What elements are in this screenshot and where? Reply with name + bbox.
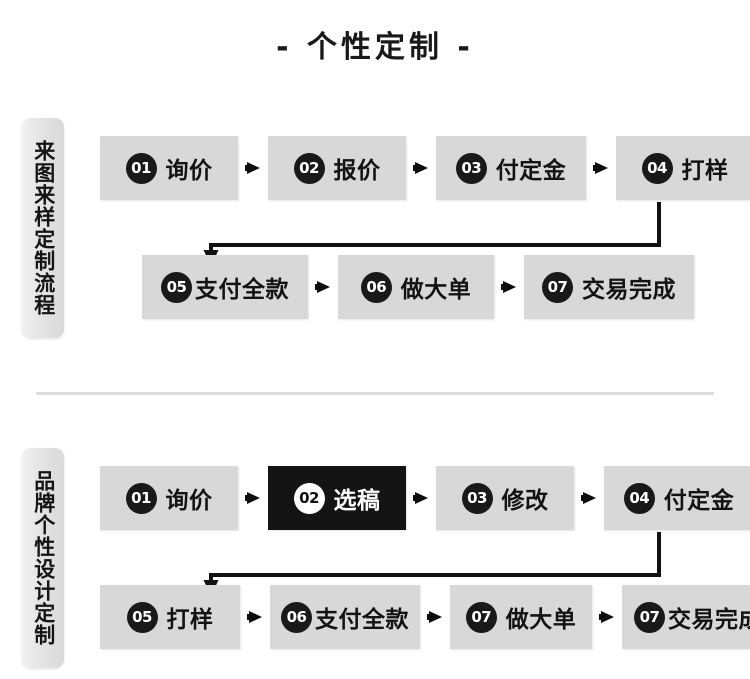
step-label-08: 交易完成 xyxy=(668,607,750,633)
step-badge-01: 01 xyxy=(125,152,157,184)
step-label-03: 修改 xyxy=(501,488,549,514)
step-box-03[interactable]: 03 修改 xyxy=(436,466,574,530)
step-badge-01: 01 xyxy=(125,482,157,514)
step-box-05[interactable]: 05 支付全款 xyxy=(142,255,308,319)
step-box-06[interactable]: 06 支付全款 xyxy=(270,585,420,649)
arrow-separator-icon xyxy=(420,610,450,624)
step-label-04: 付定金 xyxy=(663,488,735,514)
step-label-07: 做大单 xyxy=(505,607,577,633)
step-badge-02: 02 xyxy=(293,482,325,514)
step-box-07[interactable]: 07 做大单 xyxy=(450,585,592,649)
step-box-04[interactable]: 04 打样 xyxy=(616,136,750,200)
step-label-04: 打样 xyxy=(681,158,729,184)
arrow-separator-icon xyxy=(592,610,622,624)
step-label-06: 支付全款 xyxy=(315,607,409,633)
section-made-to-order: 来图来样定制流程 01 询价 02 报价 03 付定金 04 打样 xyxy=(0,110,750,345)
step-box-02[interactable]: 02 报价 xyxy=(268,136,406,200)
step-box-03[interactable]: 03 付定金 xyxy=(436,136,586,200)
page-title: - 个性定制 - xyxy=(276,30,474,65)
step-badge-03: 03 xyxy=(461,482,493,514)
step-label-06: 做大单 xyxy=(400,277,472,303)
step-badge-05: 05 xyxy=(126,601,158,633)
section-divider xyxy=(36,392,714,395)
step-badge-07: 07 xyxy=(465,601,497,633)
arrow-separator-icon xyxy=(238,161,268,175)
section-side-label-text: 品牌个性设计定制 xyxy=(31,470,56,646)
step-badge-06: 06 xyxy=(281,601,312,633)
step-row-top: 01 询价 02 报价 03 付定金 04 打样 xyxy=(100,136,750,200)
step-label-05: 支付全款 xyxy=(195,277,289,303)
step-box-07[interactable]: 07 交易完成 xyxy=(524,255,694,319)
step-label-02: 报价 xyxy=(333,158,381,184)
step-badge-02: 02 xyxy=(293,152,325,184)
step-box-01[interactable]: 01 询价 xyxy=(100,466,238,530)
arrow-separator-icon xyxy=(240,610,270,624)
arrow-separator-icon xyxy=(308,280,338,294)
section-side-label-text: 来图来样定制流程 xyxy=(31,140,56,316)
arrow-separator-icon xyxy=(586,161,616,175)
section-brand-custom-design: 品牌个性设计定制 01 询价 02 选稿 03 修改 04 付定金 xyxy=(0,440,750,675)
arrow-separator-icon xyxy=(406,161,436,175)
step-box-02-selected[interactable]: 02 选稿 xyxy=(268,466,406,530)
step-box-06[interactable]: 06 做大单 xyxy=(338,255,494,319)
step-label-01: 询价 xyxy=(165,488,213,514)
step-box-05[interactable]: 05 打样 xyxy=(100,585,240,649)
step-label-02: 选稿 xyxy=(333,488,381,514)
step-label-05: 打样 xyxy=(166,607,214,633)
step-label-01: 询价 xyxy=(165,158,213,184)
section-side-label: 品牌个性设计定制 xyxy=(22,448,64,668)
step-row-bottom: 05 支付全款 06 做大单 07 交易完成 xyxy=(142,255,694,319)
step-box-04[interactable]: 04 付定金 xyxy=(604,466,750,530)
step-badge-03: 03 xyxy=(455,152,487,184)
step-label-07: 交易完成 xyxy=(582,277,676,303)
step-badge-06: 06 xyxy=(360,271,392,303)
step-badge-05: 05 xyxy=(161,271,192,303)
step-row-bottom: 05 打样 06 支付全款 07 做大单 07 交易完成 xyxy=(100,585,750,649)
arrow-separator-icon xyxy=(406,491,436,505)
step-row-top: 01 询价 02 选稿 03 修改 04 付定金 xyxy=(100,466,750,530)
step-label-03: 付定金 xyxy=(495,158,567,184)
step-badge-04: 04 xyxy=(641,152,673,184)
arrow-separator-icon xyxy=(238,491,268,505)
step-badge-08: 07 xyxy=(634,601,665,633)
arrow-separator-icon xyxy=(494,280,524,294)
step-badge-04: 04 xyxy=(623,482,655,514)
arrow-separator-icon xyxy=(574,491,604,505)
step-badge-07: 07 xyxy=(542,271,573,303)
step-box-08[interactable]: 07 交易完成 xyxy=(622,585,750,649)
step-box-01[interactable]: 01 询价 xyxy=(100,136,238,200)
section-side-label: 来图来样定制流程 xyxy=(22,118,64,338)
